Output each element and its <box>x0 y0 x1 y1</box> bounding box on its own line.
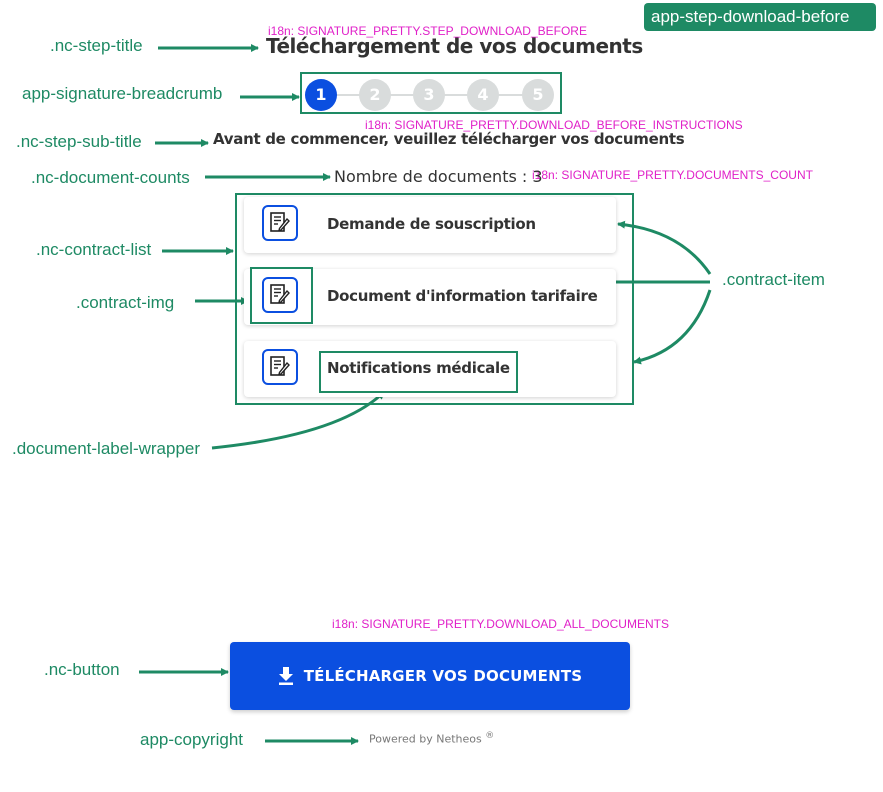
download-all-button[interactable]: TÉLÉCHARGER VOS DOCUMENTS <box>230 642 630 710</box>
annotation-document-label-wrapper: .document-label-wrapper <box>12 439 201 458</box>
contract-item[interactable]: Notifications médicale <box>244 341 616 397</box>
arrow-document-label-wrapper <box>211 390 386 450</box>
download-icon <box>278 667 293 685</box>
annotation-step-sub-title: .nc-step-sub-title <box>16 132 142 151</box>
contract-item[interactable]: Document d'information tarifaire <box>244 269 616 325</box>
breadcrumb-step-1: 1 <box>305 79 337 111</box>
annotation-document-counts: .nc-document-counts <box>31 168 190 187</box>
annotation-contract-item: .contract-item <box>722 270 825 289</box>
document-counts: Nombre de documents : 3 <box>334 167 543 186</box>
document-label: Notifications médicale <box>327 359 510 377</box>
i18n-count-key: i18n: SIGNATURE_PRETTY.DOCUMENTS_COUNT <box>532 168 813 182</box>
i18n-instructions-key: i18n: SIGNATURE_PRETTY.DOWNLOAD_BEFORE_I… <box>365 118 743 132</box>
registered-mark: ® <box>485 731 495 741</box>
document-label-wrapper-highlight <box>319 351 518 393</box>
document-edit-icon <box>262 349 298 385</box>
annotation-contract-img: .contract-img <box>76 293 175 312</box>
document-edit-icon <box>262 205 298 241</box>
copyright: Powered by Netheos ® <box>369 731 494 746</box>
download-all-label: TÉLÉCHARGER VOS DOCUMENTS <box>303 667 583 685</box>
arrow-contract-item-3 <box>633 289 712 365</box>
document-label: Demande de souscription <box>327 215 536 233</box>
annotation-step-title: .nc-step-title <box>50 36 143 55</box>
contract-img-highlight <box>250 267 313 324</box>
contract-item[interactable]: Demande de souscription <box>244 197 616 253</box>
breadcrumb-step-3: 3 <box>413 79 445 111</box>
annotation-button: .nc-button <box>44 660 120 679</box>
document-edit-icon <box>262 277 298 313</box>
breadcrumb-step-2: 2 <box>359 79 391 111</box>
i18n-download-all-key: i18n: SIGNATURE_PRETTY.DOWNLOAD_ALL_DOCU… <box>332 617 669 631</box>
document-label: Document d'information tarifaire <box>327 287 598 305</box>
contract-list-highlight <box>235 193 634 405</box>
copyright-text: Powered by Netheos <box>369 732 482 746</box>
step-title: Téléchargement de vos documents <box>266 34 643 58</box>
component-badge: app-step-download-before <box>644 3 876 31</box>
annotation-breadcrumb: app-signature-breadcrumb <box>22 84 223 103</box>
arrow-contract-item-1 <box>617 220 712 275</box>
annotation-copyright: app-copyright <box>140 730 244 749</box>
breadcrumb-highlight <box>300 72 562 114</box>
step-sub-title: Avant de commencer, veuillez télécharger… <box>213 130 685 148</box>
i18n-title-key: i18n: SIGNATURE_PRETTY.STEP_DOWNLOAD_BEF… <box>268 24 587 38</box>
breadcrumb-step-4: 4 <box>467 79 499 111</box>
breadcrumb-step-5: 5 <box>522 79 554 111</box>
annotation-contract-list: .nc-contract-list <box>36 240 152 259</box>
